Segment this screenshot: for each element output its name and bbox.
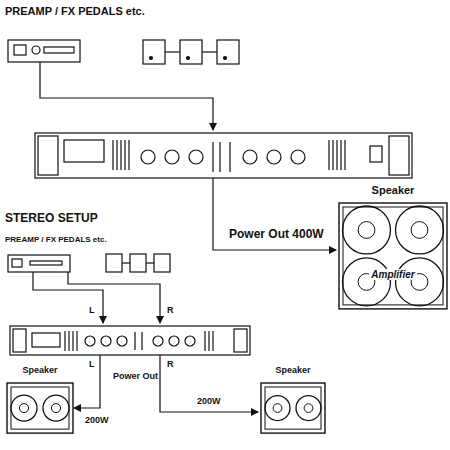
channel-label: R (166, 360, 175, 370)
speaker-cabinet: Speaker (260, 366, 326, 434)
speaker-drawing (6, 382, 74, 434)
power-label: Power Out 400W (228, 228, 325, 241)
speaker-cabinet: SpeakerAmplifier (338, 184, 448, 310)
power-label: 200W (84, 416, 110, 426)
speaker-heading: Speaker (6, 366, 74, 376)
channel-label: L (88, 306, 96, 316)
speaker-cabinet: Speaker (6, 366, 74, 434)
speaker-heading: Speaker (338, 184, 448, 196)
speaker-drawing (338, 202, 448, 310)
brand-text: Amplifier (369, 269, 416, 280)
section-heading: PREAMP / FX PEDALS etc. (4, 236, 108, 245)
channel-label: R (166, 306, 175, 316)
speaker-drawing (260, 382, 326, 434)
power-label: Power Out (112, 372, 159, 382)
section-heading: PREAMP / FX PEDALS etc. (4, 5, 146, 17)
speaker-heading: Speaker (260, 366, 326, 376)
power-label: 200W (196, 397, 222, 407)
channel-label: L (88, 360, 96, 370)
section-heading: STEREO SETUP (4, 212, 99, 225)
